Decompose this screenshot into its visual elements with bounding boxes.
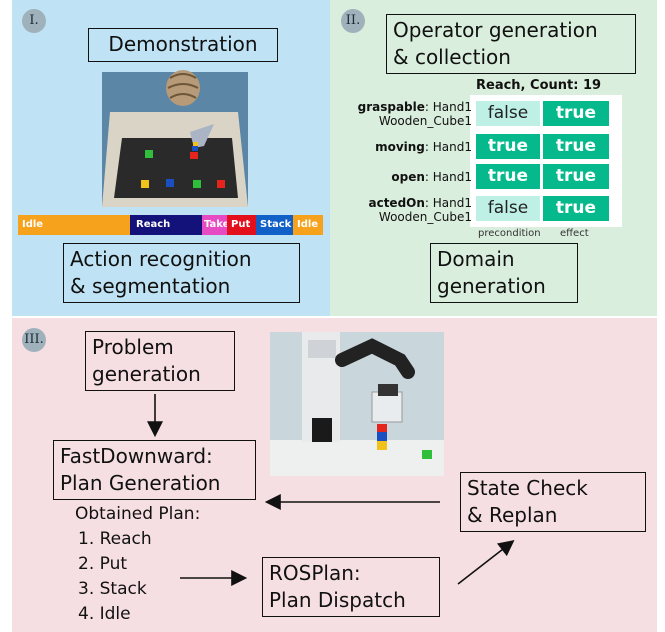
segment-label: Put: [231, 219, 251, 230]
segment-label: Stack: [260, 219, 292, 230]
segment-label: Reach: [136, 219, 171, 230]
segment-reach: Reach: [130, 215, 202, 235]
cell-effect: true: [543, 196, 609, 221]
fastdownward-box: FastDownward: Plan Generation: [53, 440, 256, 500]
demonstration-title: Demonstration: [88, 28, 278, 62]
obtained-plan-header: Obtained Plan:: [75, 504, 201, 524]
badge-panel-1: I.: [22, 9, 46, 33]
plan-step: 3. Stack: [78, 579, 147, 599]
column-label-effect: effect: [560, 228, 589, 239]
segment-idle-end: Idle: [293, 215, 323, 235]
plan-step: 1. Reach: [78, 529, 152, 549]
cell-precondition: true: [476, 164, 540, 189]
domain-generation-title: Domain generation: [430, 243, 578, 303]
cell-precondition: false: [476, 101, 540, 126]
column-label-precondition: precondition: [478, 228, 541, 239]
cell-effect: true: [543, 134, 609, 159]
segment-label: Take: [204, 219, 230, 230]
rosplan-box: ROSPlan: Plan Dispatch: [262, 557, 440, 617]
row-open-label: open: Hand1: [391, 170, 472, 184]
problem-generation-box: Problem generation: [85, 331, 235, 391]
cell-precondition: false: [476, 196, 540, 221]
segment-stack: Stack: [256, 215, 293, 235]
action-recognition-title: Action recognition & segmentation: [63, 243, 300, 303]
segment-idle-start: Idle: [18, 215, 130, 235]
row-moving-label: moving: Hand1: [375, 140, 472, 154]
badge-panel-2: II.: [341, 9, 365, 33]
cell-precondition: true: [476, 134, 540, 159]
segment-put: Put: [227, 215, 256, 235]
plan-step: 2. Put: [78, 554, 128, 574]
cell-effect: true: [543, 164, 609, 189]
segment-label: Idle: [22, 219, 44, 230]
plan-step: 4. Idle: [78, 604, 131, 624]
segment-take: Take: [202, 215, 230, 235]
segment-label: Idle: [297, 219, 319, 230]
operator-generation-title: Operator generation & collection: [386, 14, 636, 74]
badge-panel-3: III.: [22, 328, 46, 352]
state-check-box: State Check & Replan: [460, 472, 646, 532]
table-title: Reach, Count: 19: [476, 78, 602, 93]
cell-effect: true: [543, 101, 609, 126]
